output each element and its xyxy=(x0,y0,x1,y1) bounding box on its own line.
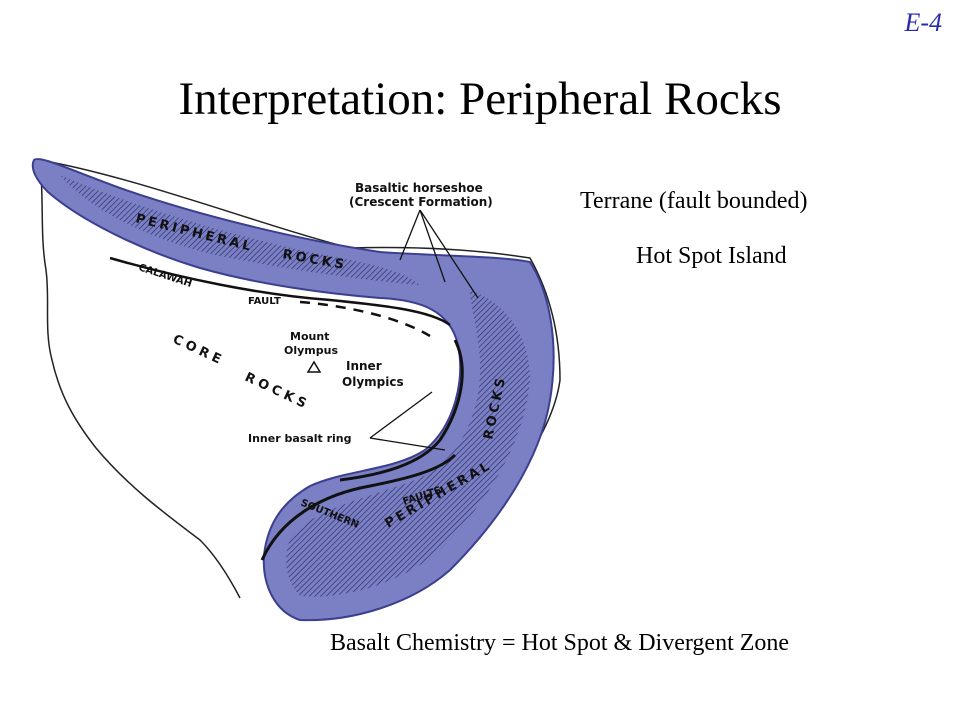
label-inner-ring: Inner basalt ring xyxy=(248,432,352,445)
label-horseshoe-2: (Crescent Formation) xyxy=(349,195,493,209)
olympic-peninsula-map: Basaltic horseshoe (Crescent Formation) … xyxy=(31,158,561,622)
note-terrane: Terrane (fault bounded) xyxy=(580,188,808,214)
label-olympus: Olympus xyxy=(284,344,338,357)
label-inner: Inner xyxy=(346,359,382,373)
hatched-interior-top xyxy=(60,175,420,285)
note-hot-spot: Hot Spot Island xyxy=(636,243,787,269)
label-rocks-core: ROCKS xyxy=(242,370,312,413)
inner-basalt-ring-line xyxy=(339,339,464,482)
calawah-fault-line xyxy=(109,256,451,327)
note-basalt-chemistry: Basalt Chemistry = Hot Spot & Divergent … xyxy=(330,630,790,656)
inner-ring-leader-lines xyxy=(369,391,446,451)
horseshoe-leader-lines xyxy=(399,209,479,299)
label-horseshoe-1: Basaltic horseshoe xyxy=(355,181,483,195)
mountain-icon xyxy=(306,360,322,373)
label-fault: FAULT xyxy=(248,296,281,307)
hatched-interior-right xyxy=(286,290,530,597)
label-core: CORE xyxy=(170,332,227,369)
label-mount: Mount xyxy=(290,330,329,343)
slide-code: E-4 xyxy=(904,8,942,37)
label-olympics: Olympics xyxy=(342,375,404,389)
slide-title: Interpretation: Peripheral Rocks xyxy=(178,73,782,125)
inner-dashed-line xyxy=(299,300,431,338)
southern-fault-line xyxy=(260,453,457,561)
peninsula-outline xyxy=(39,159,561,599)
label-calawah: CALAWAH xyxy=(137,262,193,290)
